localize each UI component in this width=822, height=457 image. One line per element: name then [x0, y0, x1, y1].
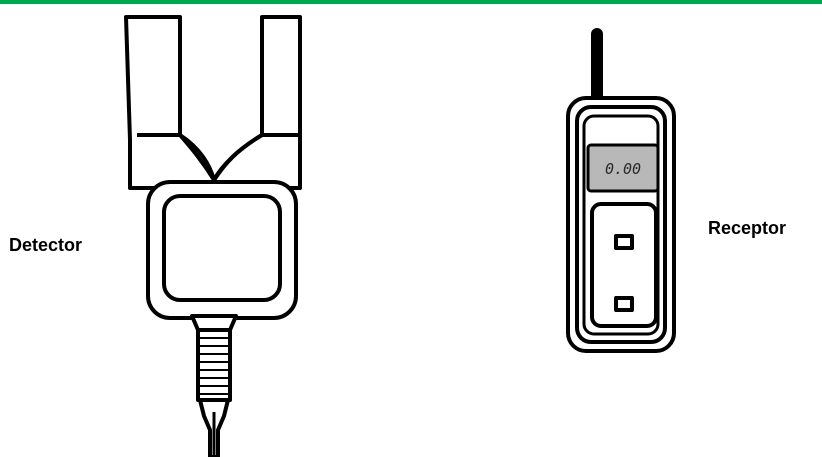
- detector-grip: [198, 330, 230, 400]
- receptor-device: [568, 28, 674, 351]
- detector-device: [126, 17, 300, 400]
- detector-label: Detector: [9, 235, 82, 256]
- detector-sensor-window: [164, 196, 280, 300]
- receptor-button-lower[interactable]: [616, 298, 632, 310]
- receptor-button-upper[interactable]: [616, 236, 632, 248]
- detector-clamp-jaws: [126, 17, 300, 188]
- detector-neck: [192, 316, 236, 330]
- receptor-lcd-readout: 0.00: [605, 160, 641, 178]
- receptor-antenna[interactable]: [591, 28, 603, 102]
- receptor-label: Receptor: [708, 218, 786, 239]
- detector-probe-tip: [200, 400, 228, 457]
